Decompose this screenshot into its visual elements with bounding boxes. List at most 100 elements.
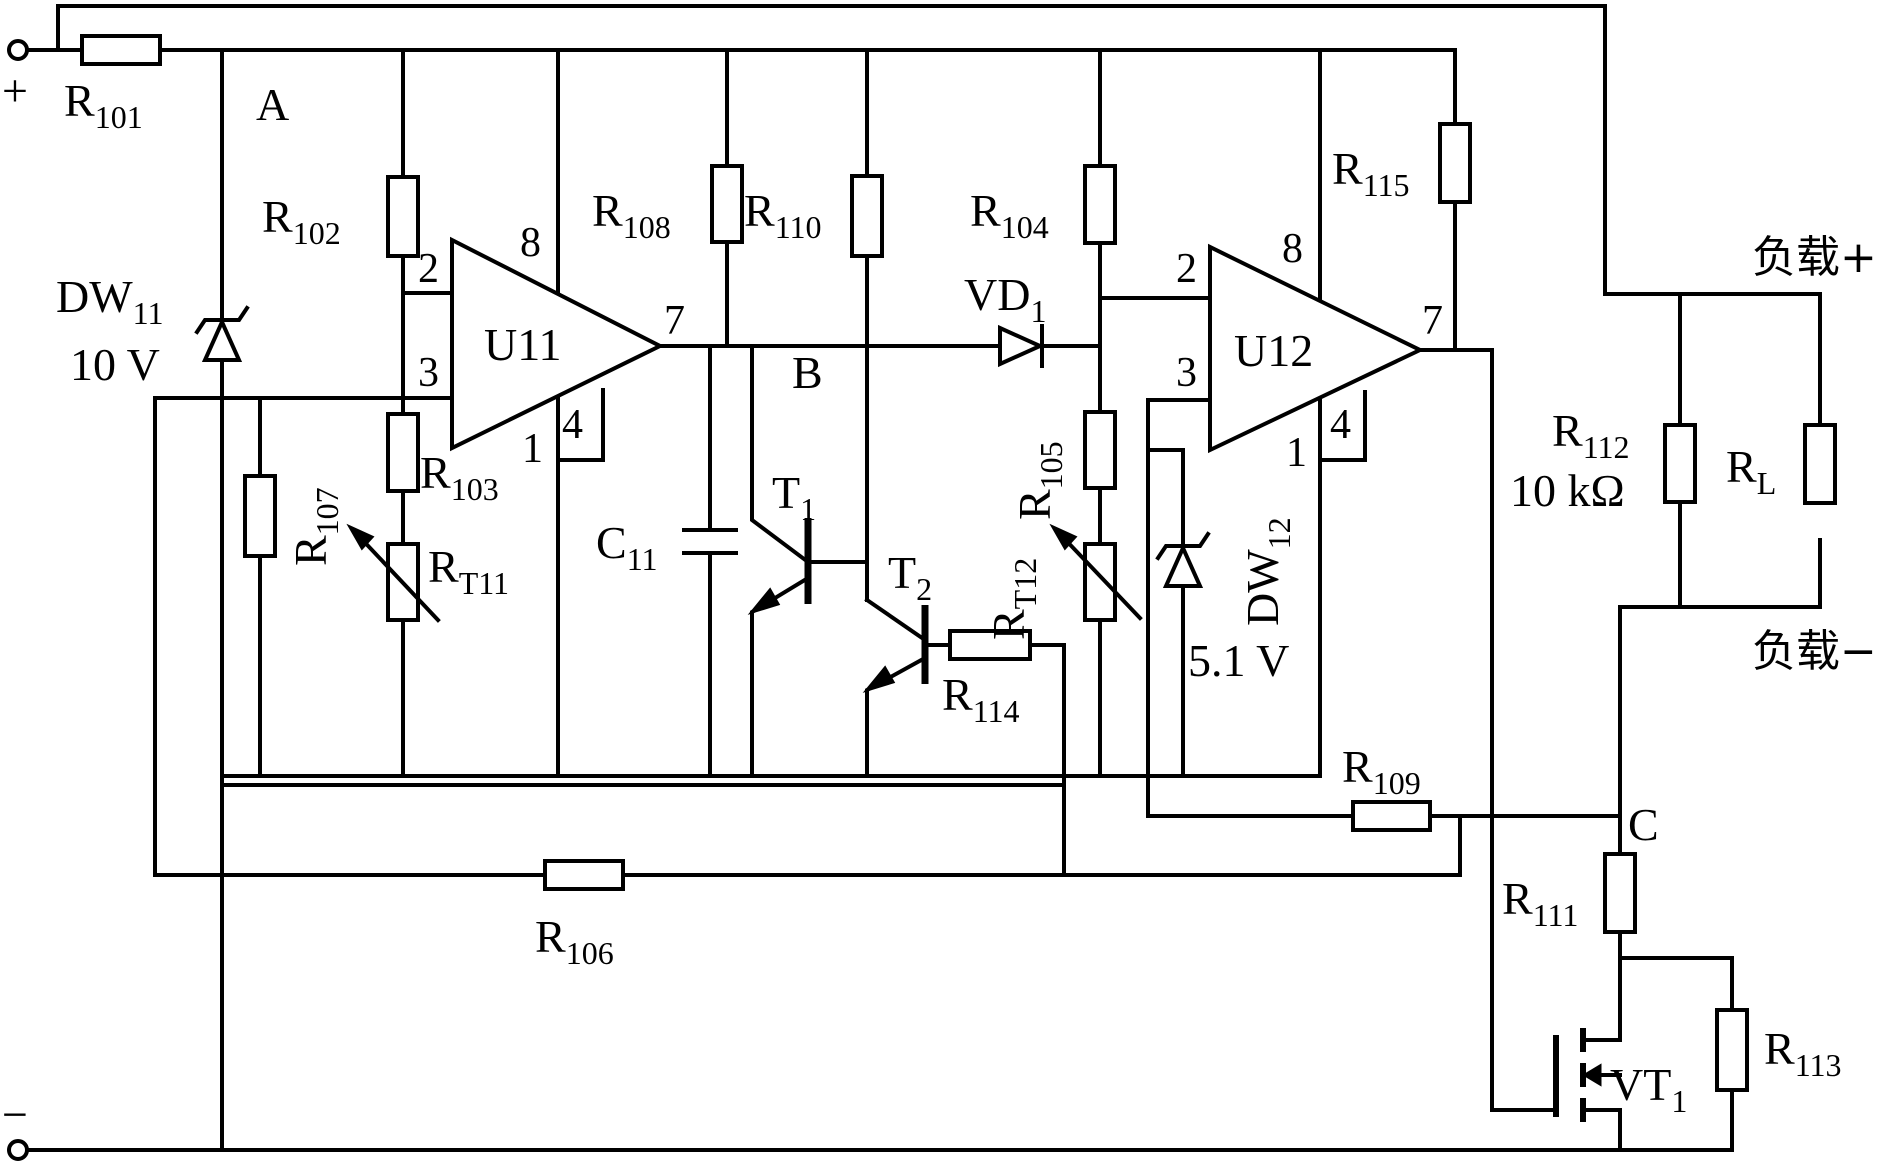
r114-label: R114 [942, 669, 1020, 729]
u12-pin7-label: 7 [1422, 298, 1443, 344]
r108-body [710, 164, 744, 244]
dw11-bar [194, 305, 250, 335]
r108-label: R108 [592, 185, 671, 245]
wire-u12-pin3 [1146, 398, 1355, 818]
wire-top-rail [56, 4, 1822, 467]
rt12-body [1083, 542, 1117, 622]
u11-opamp [450, 236, 665, 452]
u12-pin4-label: 4 [1330, 402, 1351, 448]
wire-load-bottom [1678, 500, 1822, 609]
t2-emitter-arrow [862, 665, 896, 693]
r105-label: R105 [1009, 441, 1069, 520]
r107-body [243, 474, 277, 558]
vt1-arrow [1582, 1063, 1602, 1087]
rt11-arrow-line [352, 529, 441, 623]
wire-u12-out-gate [1418, 348, 1558, 1112]
node-c-label: C [1628, 799, 1659, 850]
dw11-triangle [201, 317, 243, 362]
node-b-label: B [792, 347, 823, 398]
vd1-triangle [998, 324, 1045, 368]
rl-label: RL [1726, 441, 1776, 501]
c11-label: C11 [596, 517, 658, 577]
u11-pin1-label: 1 [522, 426, 543, 472]
r112-body [1663, 423, 1697, 504]
wire-r114-right [1028, 643, 1066, 877]
r115-body [1438, 122, 1472, 204]
minus-terminal [7, 1139, 29, 1161]
wire-r113-top [1618, 956, 1734, 1012]
u11-pin8-label: 8 [520, 220, 541, 266]
plus-terminal [7, 39, 29, 61]
r107-label: R107 [285, 487, 345, 566]
r102-body [386, 175, 420, 258]
rt12-arrow-head [1049, 523, 1078, 551]
wires [28, 4, 1822, 1152]
dw12-label: DW12 [1237, 517, 1297, 626]
load-plus-label: 负载+ [1752, 232, 1877, 283]
dw12-bar [1155, 531, 1211, 561]
t2-label: T2 [888, 547, 932, 607]
r114-body [948, 629, 1032, 661]
wire-t2-collector [864, 597, 928, 643]
r110-label: R110 [744, 185, 822, 245]
t2-transistor [862, 605, 929, 693]
r104-body [1083, 164, 1117, 245]
dw11-value: 10 V [70, 339, 160, 390]
u12-pin2-label: 2 [1176, 246, 1197, 292]
vd1-label: VD1 [964, 269, 1046, 329]
wire-r106-right [1062, 814, 1462, 877]
u12-pin1-label: 1 [1286, 430, 1307, 476]
t1-transistor [747, 518, 812, 615]
r110-body [850, 174, 884, 258]
node-a-label: A [256, 79, 289, 130]
u11-pin7-label: 7 [664, 298, 685, 344]
r109-body [1351, 800, 1432, 832]
u11-pin3-label: 3 [418, 350, 439, 396]
r104-label: R104 [970, 185, 1049, 245]
r111-body [1603, 852, 1637, 934]
wire-dw12 [1146, 448, 1185, 778]
dw11-zener [194, 305, 250, 362]
vt1-mosfet [1553, 1028, 1622, 1122]
wire-u11-pin4 [556, 388, 605, 462]
r109-label: R109 [1342, 741, 1421, 801]
wire-vt1-source [1581, 1108, 1622, 1152]
dw12-zener [1155, 531, 1211, 588]
labels: + − A B C R101 R102 R103 RT11 R107 R108 … [2, 65, 1877, 1140]
r113-body [1715, 1008, 1749, 1092]
t1-emitter-arrow [747, 587, 781, 615]
load-minus-label: 负载− [1752, 626, 1877, 677]
r103-body [386, 412, 420, 493]
c11-capacitor [682, 528, 738, 555]
r105-body [1083, 410, 1117, 490]
wire-vt1-drain [1581, 1008, 1622, 1042]
rt12-arrow-line [1055, 529, 1143, 621]
u11-pin2-label: 2 [418, 246, 439, 292]
rt11-arrow-head [346, 523, 375, 551]
r111-label: R111 [1502, 873, 1578, 933]
u12-pin8-label: 8 [1282, 226, 1303, 272]
thermistor-arrows [346, 523, 1143, 623]
r106-label: R106 [535, 911, 614, 971]
u12-pin3-label: 3 [1176, 350, 1197, 396]
wire-t2-emitter [865, 655, 928, 778]
rt11-label: RT11 [428, 541, 509, 601]
rt12-label: RT12 [983, 558, 1043, 640]
vt1-label: VT1 [1610, 1059, 1687, 1119]
dw12-triangle [1162, 543, 1204, 588]
u11-pin4-label: 4 [562, 402, 583, 448]
r101-label: R101 [64, 75, 143, 135]
plus-label: + [2, 65, 28, 116]
r102-label: R102 [262, 191, 341, 251]
dw11-label: DW11 [56, 271, 163, 331]
rl-body [1803, 423, 1837, 505]
r106-body [543, 859, 625, 891]
r112-value: 10 kΩ [1510, 465, 1625, 516]
r103-label: R103 [420, 447, 499, 507]
wire-r115-bottom [1453, 200, 1494, 352]
minus-label: − [2, 1089, 28, 1140]
resistors [80, 34, 1837, 1092]
r113-label: R113 [1764, 1023, 1842, 1083]
wire-u12-pin4 [1318, 390, 1367, 462]
